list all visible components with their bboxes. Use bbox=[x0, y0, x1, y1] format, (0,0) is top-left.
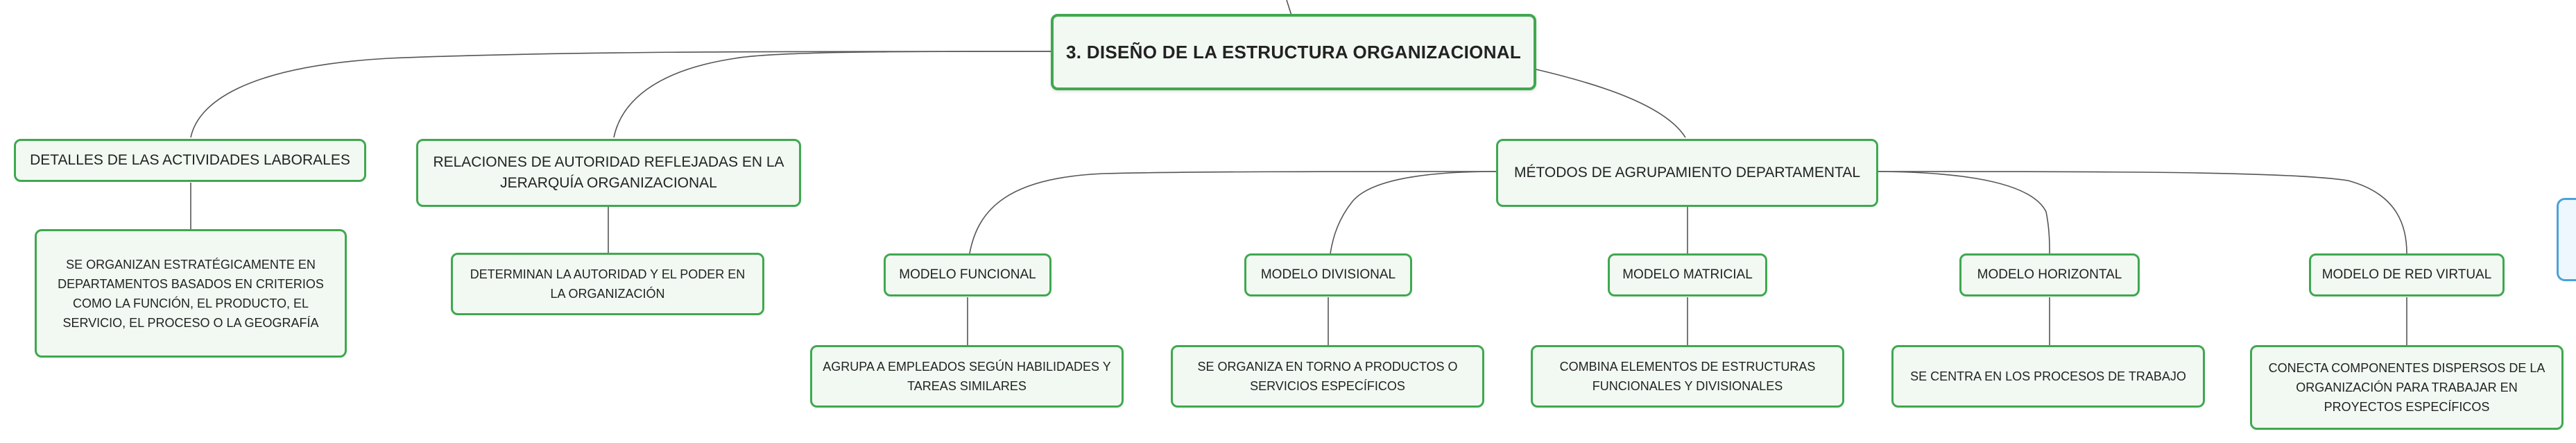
node-modelo-red-virtual-label: MODELO DE RED VIRTUAL bbox=[2321, 267, 2492, 282]
connector-root-detalles bbox=[190, 51, 1051, 138]
node-relaciones-descripcion[interactable]: DETERMINAN LA AUTORIDAD Y EL PODER EN LA… bbox=[451, 253, 764, 315]
node-divisional-descripcion-label: SE ORGANIZA EN TORNO A PRODUCTOS O SERVI… bbox=[1197, 360, 1458, 393]
node-divisional-descripcion[interactable]: SE ORGANIZA EN TORNO A PRODUCTOS O SERVI… bbox=[1171, 345, 1484, 408]
node-detalles-descripcion-label: SE ORGANIZAN ESTRATÉGICAMENTE EN DEPARTA… bbox=[58, 257, 324, 330]
node-modelo-horizontal[interactable]: MODELO HORIZONTAL bbox=[1959, 253, 2140, 296]
node-modelo-funcional[interactable]: MODELO FUNCIONAL bbox=[884, 253, 1051, 296]
node-funcional-descripcion-label: AGRUPA A EMPLEADOS SEGÚN HABILIDADES Y T… bbox=[823, 360, 1111, 393]
connector-root-metodos bbox=[1536, 69, 1686, 138]
node-detalles-actividades[interactable]: DETALLES DE LAS ACTIVIDADES LABORALES bbox=[14, 139, 366, 182]
node-modelo-divisional-label: MODELO DIVISIONAL bbox=[1260, 267, 1396, 282]
node-detalles-actividades-label: DETALLES DE LAS ACTIVIDADES LABORALES bbox=[30, 152, 350, 168]
node-metodos-agrupamiento[interactable]: MÉTODOS DE AGRUPAMIENTO DEPARTAMENTAL bbox=[1496, 139, 1878, 207]
connector-metodos-horizontal bbox=[1878, 171, 2050, 254]
node-red-virtual-descripcion-label: CONECTA COMPONENTES DISPERSOS DE LA ORGA… bbox=[2268, 361, 2545, 414]
root-node-label: 3. DISEÑO DE LA ESTRUCTURA ORGANIZACIONA… bbox=[1065, 42, 1522, 62]
node-modelo-divisional[interactable]: MODELO DIVISIONAL bbox=[1244, 253, 1412, 296]
node-detalles-descripcion[interactable]: SE ORGANIZAN ESTRATÉGICAMENTE EN DEPARTA… bbox=[35, 229, 347, 358]
node-relaciones-autoridad-label: RELACIONES DE AUTORIDAD REFLEJADAS EN LA… bbox=[433, 154, 784, 191]
offscreen-node[interactable] bbox=[2557, 198, 2576, 281]
node-relaciones-autoridad[interactable]: RELACIONES DE AUTORIDAD REFLEJADAS EN LA… bbox=[416, 139, 801, 207]
connector-root-parent bbox=[1286, 0, 1292, 16]
node-modelo-horizontal-label: MODELO HORIZONTAL bbox=[1977, 267, 2122, 282]
node-funcional-descripcion[interactable]: AGRUPA A EMPLEADOS SEGÚN HABILIDADES Y T… bbox=[810, 345, 1124, 408]
node-matricial-descripcion-label: COMBINA ELEMENTOS DE ESTRUCTURAS FUNCION… bbox=[1559, 360, 1816, 393]
node-modelo-red-virtual[interactable]: MODELO DE RED VIRTUAL bbox=[2309, 253, 2505, 296]
node-modelo-funcional-label: MODELO FUNCIONAL bbox=[899, 267, 1036, 282]
node-red-virtual-descripcion[interactable]: CONECTA COMPONENTES DISPERSOS DE LA ORGA… bbox=[2250, 345, 2564, 430]
root-node[interactable]: 3. DISEÑO DE LA ESTRUCTURA ORGANIZACIONA… bbox=[1051, 14, 1536, 90]
node-modelo-matricial-label: MODELO MATRICIAL bbox=[1622, 267, 1753, 282]
node-modelo-matricial[interactable]: MODELO MATRICIAL bbox=[1608, 253, 1767, 296]
connector-metodos-divisional bbox=[1330, 171, 1497, 254]
node-horizontal-descripcion-label: SE CENTRA EN LOS PROCESOS DE TRABAJO bbox=[1910, 369, 2186, 383]
connector-metodos-funcional bbox=[969, 171, 1497, 254]
node-matricial-descripcion[interactable]: COMBINA ELEMENTOS DE ESTRUCTURAS FUNCION… bbox=[1531, 345, 1844, 408]
node-metodos-agrupamiento-label: MÉTODOS DE AGRUPAMIENTO DEPARTAMENTAL bbox=[1513, 165, 1861, 181]
node-relaciones-descripcion-label: DETERMINAN LA AUTORIDAD Y EL PODER EN LA… bbox=[470, 267, 746, 301]
node-horizontal-descripcion[interactable]: SE CENTRA EN LOS PROCESOS DE TRABAJO bbox=[1891, 345, 2205, 408]
connector-root-relaciones bbox=[613, 51, 1051, 138]
connector-metodos-redvirtual bbox=[1878, 171, 2407, 254]
